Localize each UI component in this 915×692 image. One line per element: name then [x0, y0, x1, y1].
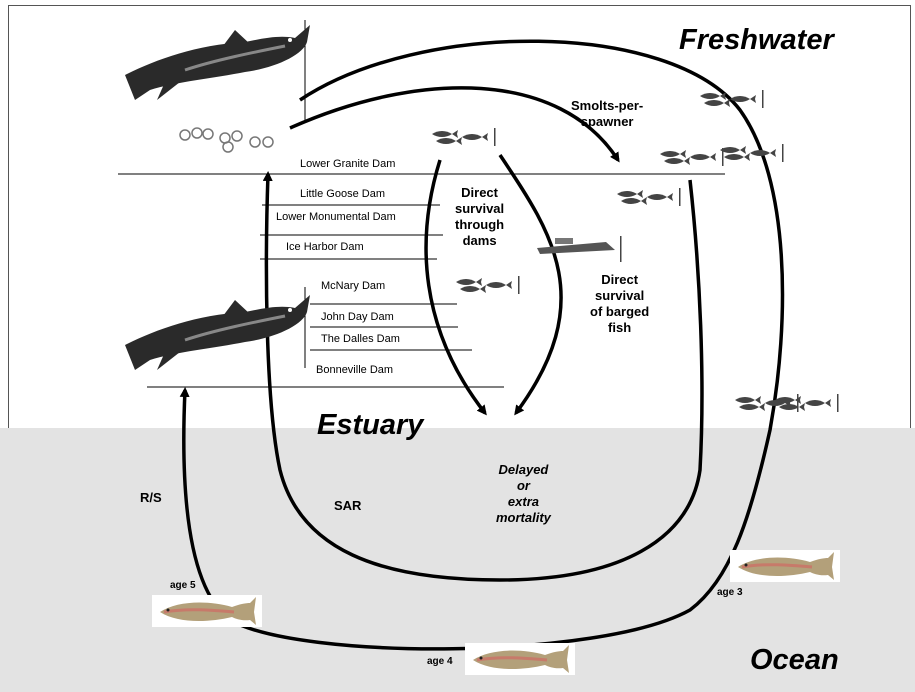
sar-label: SAR [334, 498, 361, 514]
salmon-age4-icon [465, 643, 575, 675]
eggs-icon [180, 128, 273, 152]
dam-label-lower-monumental: Lower Monumental Dam [276, 211, 396, 223]
dam-label-john-day: John Day Dam [321, 311, 394, 323]
dam-label-mcnary: McNary Dam [321, 280, 385, 292]
dam-label-bonneville: Bonneville Dam [316, 364, 393, 376]
dam-label-ice-harbor: Ice Harbor Dam [286, 241, 364, 253]
dam-label-the-dalles: The Dalles Dam [321, 333, 400, 345]
smolt-icon [617, 188, 681, 206]
freshwater-label: Freshwater [679, 24, 834, 57]
salmon-age5-icon [152, 595, 262, 627]
spawner-fish-lower [125, 295, 310, 370]
smolt-icon [720, 144, 784, 162]
salmon-age3-icon [730, 550, 840, 582]
dam-label-little-goose: Little Goose Dam [300, 188, 385, 200]
smolt-icon [432, 128, 496, 146]
ocean-label: Ocean [750, 644, 839, 677]
estuary-label: Estuary [317, 409, 423, 442]
spawner-fish-upper [125, 25, 310, 100]
direct-survival-dams-label: Direct survival through dams [455, 185, 504, 249]
rs-label: R/S [140, 490, 162, 506]
smolt-icon [660, 148, 724, 166]
delayed-mortality-label: Delayed or extra mortality [496, 462, 551, 526]
age3-label: age 3 [717, 587, 743, 598]
smolt-icon [456, 276, 520, 294]
age5-label: age 5 [170, 580, 196, 591]
smolt-icon [700, 90, 764, 108]
smolts-per-spawner-label: Smolts-per- spawner [571, 98, 643, 130]
direct-survival-barged-label: Direct survival of barged fish [590, 272, 649, 336]
age4-label: age 4 [427, 656, 453, 667]
dam-label-lower-granite: Lower Granite Dam [300, 158, 395, 170]
cycle-arrows [184, 41, 783, 649]
